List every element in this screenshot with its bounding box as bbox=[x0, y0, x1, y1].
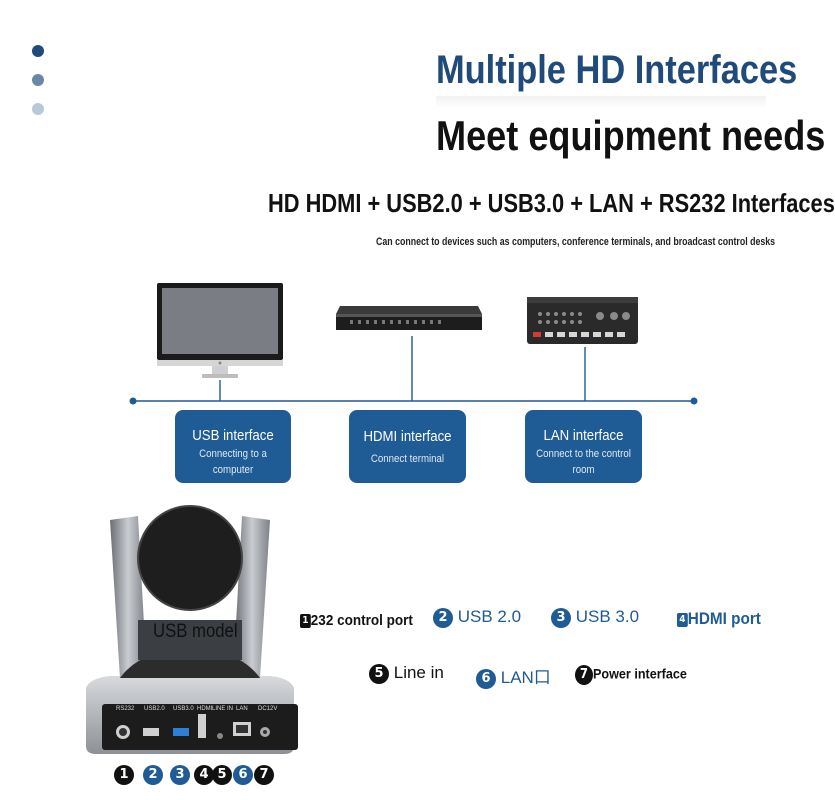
marker-7: 7 bbox=[254, 765, 274, 785]
hdmi-interface-title: HDMI interface bbox=[363, 428, 452, 445]
port-number-1: 1 bbox=[300, 614, 311, 629]
port-label-5: Line in bbox=[393, 663, 444, 682]
marker-2: 2 bbox=[143, 765, 163, 785]
panel-label-line-in: LINE IN bbox=[212, 706, 234, 712]
port-label-1: 232 control port bbox=[310, 612, 413, 629]
port-number-2: 2 bbox=[433, 607, 453, 628]
lan-interface-desc-line2: room bbox=[572, 464, 595, 476]
port-label-2: USB 2.0 bbox=[457, 607, 522, 626]
panel-label-usb3: USB3.0 bbox=[173, 706, 194, 712]
line-end-left bbox=[129, 397, 137, 405]
hdmi-interface-card: HDMI interface Connect terminal bbox=[349, 410, 466, 483]
usb-interface-card: USB interface Connecting to a computer bbox=[175, 410, 291, 483]
ptz-camera-image bbox=[86, 505, 298, 754]
usb-interface-desc-line1: Connecting to a bbox=[199, 448, 267, 460]
port-number-5: 5 bbox=[369, 663, 389, 684]
port-legend-2: 2 USB 2.0 bbox=[433, 607, 521, 628]
port-label-3: USB 3.0 bbox=[575, 607, 640, 626]
marker-6: 6 bbox=[233, 765, 253, 785]
panel-label-usb2: USB2.0 bbox=[144, 706, 165, 712]
accent-dot-2 bbox=[32, 74, 44, 86]
connection-diagram bbox=[129, 283, 698, 405]
accent-dot-1 bbox=[32, 45, 44, 57]
port-number-4: 4 bbox=[677, 612, 688, 627]
monitor-icon bbox=[157, 283, 283, 378]
port-label-4: HDMI port bbox=[687, 609, 761, 628]
lan-interface-desc-line1: Connect to the control bbox=[536, 448, 631, 460]
lan-interface-card: LAN interface Connect to the control roo… bbox=[525, 410, 642, 483]
usb-interface-desc: Connecting to a computer bbox=[182, 446, 284, 478]
lan-interface-title: LAN interface bbox=[543, 427, 624, 444]
line-end-right bbox=[690, 397, 698, 405]
hdmi-interface-desc: Connect terminal bbox=[370, 453, 445, 465]
port-label-6: LAN口 bbox=[500, 668, 551, 687]
marker-3: 3 bbox=[170, 765, 190, 785]
marker-1: 1 bbox=[114, 765, 134, 785]
camera-model-label: USB model bbox=[153, 621, 238, 642]
usb-interface-title: USB interface bbox=[192, 427, 274, 444]
port-legend-3: 3 USB 3.0 bbox=[551, 607, 639, 628]
connection-note: Can connect to devices such as computers… bbox=[376, 236, 776, 248]
panel-label-lan: LAN bbox=[236, 706, 248, 712]
usb-interface-desc-line2: computer bbox=[212, 464, 254, 476]
port-panel-labels: RS232 USB2.0 USB3.0 HDMI LINE IN LAN DC1… bbox=[112, 706, 282, 716]
marker-5: 5 bbox=[212, 765, 232, 785]
control-desk-icon bbox=[527, 297, 638, 344]
port-number-7: 7 bbox=[575, 665, 593, 685]
rack-device-icon bbox=[336, 306, 482, 330]
panel-label-rs232: RS232 bbox=[116, 706, 135, 712]
title-reflection bbox=[436, 96, 766, 108]
connection-lines bbox=[133, 336, 694, 402]
port-label-7: Power interface bbox=[593, 665, 687, 682]
port-number-3: 3 bbox=[551, 607, 571, 628]
panel-label-hdmi: HDMI bbox=[197, 706, 213, 712]
port-legend-5: 5 Line in bbox=[369, 663, 444, 684]
lan-interface-desc: Connect to the control room bbox=[532, 446, 635, 478]
main-title: Multiple HD Interfaces bbox=[436, 48, 798, 92]
secondary-title: Meet equipment needs bbox=[436, 112, 826, 159]
port-legend-6: 6 LAN口 bbox=[476, 663, 551, 689]
panel-label-dc12v: DC12V bbox=[258, 706, 278, 712]
interfaces-subtitle: HD HDMI + USB2.0 + USB3.0 + LAN + RS232 … bbox=[268, 188, 835, 218]
accent-dot-3 bbox=[32, 103, 44, 115]
marker-4: 4 bbox=[194, 765, 214, 785]
port-number-6: 6 bbox=[476, 668, 496, 689]
